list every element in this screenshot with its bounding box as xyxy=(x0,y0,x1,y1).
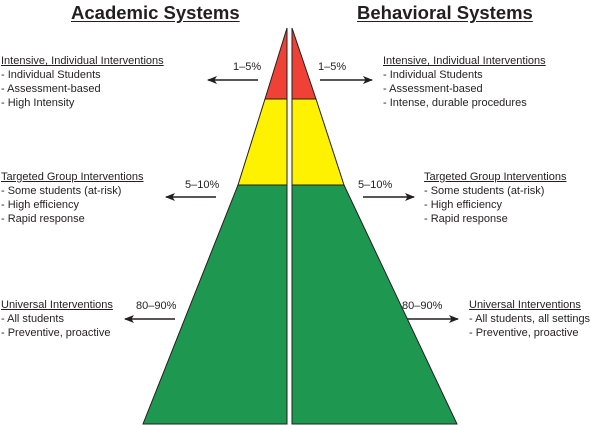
block-item: - Individual Students xyxy=(1,69,101,81)
block-heading: Universal Interventions xyxy=(469,299,581,311)
block-item: - Preventive, proactive xyxy=(1,327,111,339)
percent-left-targeted: 5–10% xyxy=(185,179,220,191)
academic-systems-title: Academic Systems xyxy=(71,2,240,23)
academic-tier-targeted xyxy=(237,98,288,186)
block-heading: Intensive, Individual Interventions xyxy=(383,55,546,67)
block-item: - All students xyxy=(1,313,64,325)
block-item: - Rapid response xyxy=(424,213,508,225)
block-item: - Rapid response xyxy=(1,213,85,225)
behavioral-systems-title: Behavioral Systems xyxy=(357,2,533,23)
percent-right-universal: 80–90% xyxy=(402,300,443,312)
block-item: - Assessment-based xyxy=(383,83,483,95)
block-item: - Preventive, proactive xyxy=(469,327,579,339)
block-heading: Targeted Group Interventions xyxy=(1,171,144,183)
block-heading: Targeted Group Interventions xyxy=(424,171,567,183)
block-item: - Individual Students xyxy=(383,69,483,81)
block-item: - Intense, durable procedures xyxy=(383,97,527,109)
percent-left-universal: 80–90% xyxy=(136,300,177,312)
block-heading: Intensive, Individual Interventions xyxy=(1,55,164,67)
academic-tier-intensive xyxy=(264,27,288,100)
behavioral-tier-targeted xyxy=(291,98,345,186)
behavioral-intensive-block: Intensive, Individual Interventions - In… xyxy=(383,54,546,110)
block-item: - Some students (at-risk) xyxy=(424,185,545,197)
percent-right-targeted: 5–10% xyxy=(358,179,393,191)
academic-intensive-block: Intensive, Individual Interventions - In… xyxy=(1,54,164,110)
academic-universal-block: Universal Interventions - All students -… xyxy=(1,298,113,340)
percent-right-intensive: 1–5% xyxy=(318,61,347,73)
academic-targeted-block: Targeted Group Interventions - Some stud… xyxy=(1,170,143,226)
block-item: - Some students (at-risk) xyxy=(1,185,122,197)
block-item: - All students, all settings xyxy=(469,313,591,325)
behavioral-targeted-block: Targeted Group Interventions - Some stud… xyxy=(424,170,566,226)
behavioral-universal-block: Universal Interventions - All students, … xyxy=(469,298,590,340)
block-item: - Assessment-based xyxy=(1,83,101,95)
block-heading: Universal Interventions xyxy=(1,299,113,311)
block-item: - High efficiency xyxy=(424,199,503,211)
behavioral-tier-intensive xyxy=(291,27,317,100)
block-item: - High efficiency xyxy=(1,199,80,211)
block-item: - High Intensity xyxy=(1,97,75,109)
percent-left-intensive: 1–5% xyxy=(233,61,262,73)
